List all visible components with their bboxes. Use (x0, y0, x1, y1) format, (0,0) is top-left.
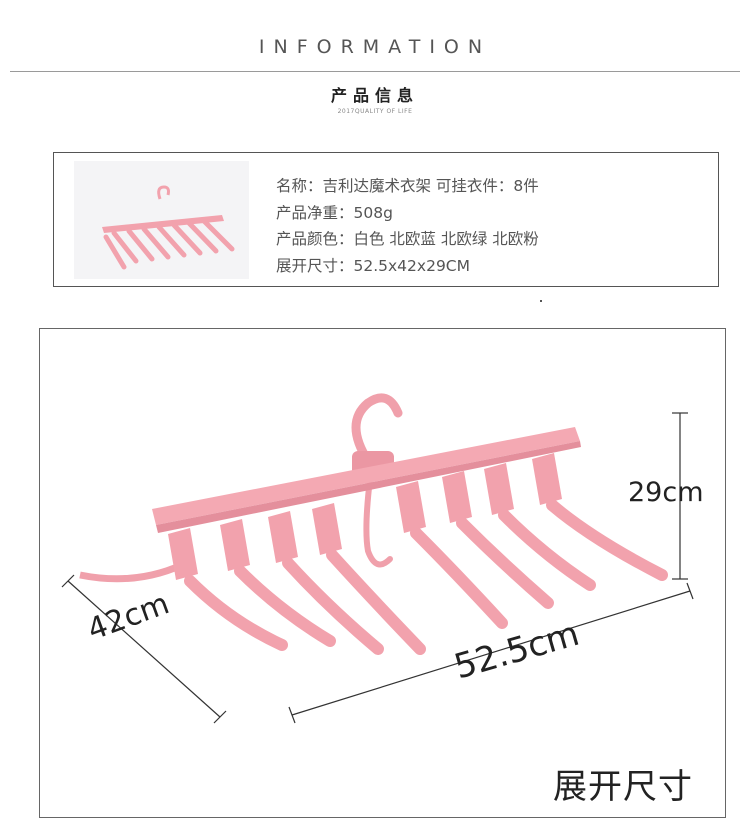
spec-size: 展开尺寸：52.5x42x29CM (276, 256, 471, 275)
hanger-thumbnail-image (102, 185, 235, 270)
hanger-illustration (79, 393, 668, 655)
divider (10, 71, 740, 72)
spec-colors: 产品颜色：白色 北欧蓝 北欧绿 北欧粉 (276, 230, 539, 248)
product-thumbnail (74, 161, 249, 279)
product-spec-list: 名称：吉利达魔术衣架 可挂衣件：8件 产品净重：508g 产品颜色：白色 北欧蓝… (276, 173, 539, 279)
hanger-dimension-drawing (61, 393, 694, 724)
spec-weight: 产品净重：508g (276, 203, 393, 222)
section-title: 产品信息 (330, 86, 419, 105)
height-label: 29cm (628, 477, 704, 508)
section-tagline: 2017QUALITY OF LIFE (337, 108, 413, 115)
spec-name: 名称：吉利达魔术衣架 可挂衣件：8件 (276, 177, 539, 195)
dimension-caption: 展开尺寸 (553, 767, 693, 807)
dimension-figure: 29cm 42cm 52.5cm 展开尺寸 (39, 328, 726, 818)
info-title: INFORMATION (258, 36, 492, 58)
product-info-box: 名称：吉利达魔术衣架 可挂衣件：8件 产品净重：508g 产品颜色：白色 北欧蓝… (53, 152, 719, 287)
stray-dot (540, 300, 542, 302)
